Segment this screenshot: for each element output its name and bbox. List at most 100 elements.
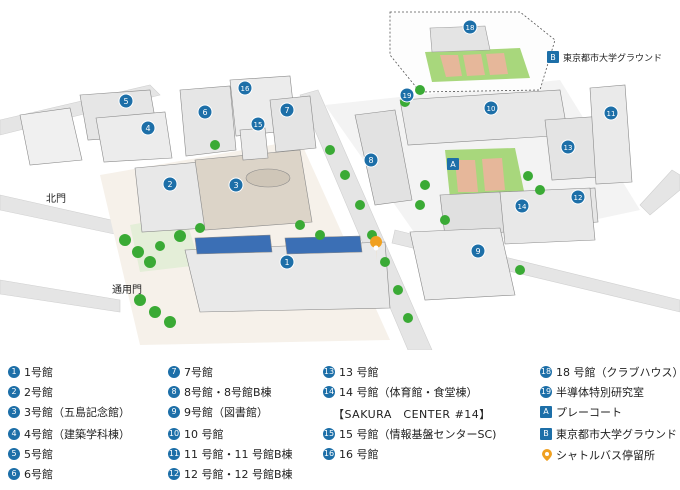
legend-item: 13 13 号館: [323, 364, 379, 380]
legend-item: 2 2号館: [8, 384, 53, 400]
building-marker-15[interactable]: [250, 116, 266, 132]
legend-marker: 11: [168, 448, 180, 460]
legend-marker: 9: [168, 406, 180, 418]
legend-item: 14 14 号館（体育館・食堂棟）: [323, 384, 478, 400]
building-marker-number: 19: [403, 92, 412, 100]
legend-label: 5号館: [24, 448, 53, 461]
building-marker-number: 15: [254, 121, 263, 129]
building-marker-4[interactable]: [140, 120, 156, 136]
play-court: [445, 148, 525, 198]
legend-marker: 6: [8, 468, 20, 480]
building-marker-2[interactable]: [162, 176, 178, 192]
legend-label: 16 号館: [339, 448, 379, 461]
building-marker-number: 10: [487, 105, 496, 113]
legend-label: 13 号館: [339, 366, 379, 379]
building-marker-number: 12: [574, 194, 583, 202]
legend-marker: 16: [323, 448, 335, 460]
legend-marker: 5: [8, 448, 20, 460]
trees: [119, 85, 545, 328]
building-marker-7[interactable]: [279, 102, 295, 118]
legend-marker: A: [540, 406, 552, 418]
building-marker-16[interactable]: [237, 80, 253, 96]
building-marker-8[interactable]: [363, 152, 379, 168]
legend-shuttle: シャトルバス停留所: [542, 447, 655, 463]
legend-label: 10 号館: [184, 428, 224, 441]
legend-item: A プレーコート: [540, 404, 622, 420]
building-marker-5[interactable]: [118, 93, 134, 109]
legend-label: 9号館（図書館）: [184, 406, 268, 419]
legend-item: 16 16 号館: [323, 446, 379, 462]
legend-marker: B: [540, 428, 552, 440]
building-marker-number: 13: [564, 144, 573, 152]
legend-label: 4号館（建築学科棟）: [24, 428, 130, 441]
building-marker-10[interactable]: [483, 100, 499, 116]
building-marker-number: 18: [466, 24, 475, 32]
building-marker-18[interactable]: [462, 19, 478, 35]
legend-label: 15 号館（情報基盤センターSC): [339, 428, 497, 441]
building-marker-number: 6: [202, 108, 207, 117]
building-marker-1[interactable]: [279, 254, 295, 270]
building-marker-number: 14: [518, 203, 527, 211]
legend-marker: 7: [168, 366, 180, 378]
building-marker-11[interactable]: [603, 105, 619, 121]
building-marker-number: 16: [241, 85, 250, 93]
ground-marker-letter: B: [550, 53, 556, 62]
building-marker-19[interactable]: [399, 87, 415, 103]
legend-shuttle-label: シャトルバス停留所: [556, 449, 655, 462]
legend-item: 1 1号館: [8, 364, 53, 380]
building-marker-13[interactable]: [560, 139, 576, 155]
legend-item: 18 18 号館（クラブハウス）: [540, 364, 680, 380]
building-marker-number: 3: [233, 181, 238, 190]
legend-marker: 1: [8, 366, 20, 378]
building-marker-number: 4: [145, 124, 150, 133]
building-marker-number: 8: [368, 156, 373, 165]
legend-label: 2号館: [24, 386, 53, 399]
legend-label: 18 号館（クラブハウス）: [556, 366, 680, 379]
legend-marker: 12: [168, 468, 180, 480]
legend-item: 19 半導体特別研究室: [540, 384, 644, 400]
north-gate-label: 北門: [46, 193, 66, 205]
building-marker-number: 9: [475, 247, 480, 256]
ground-marker[interactable]: [547, 51, 559, 63]
legend-label: 7号館: [184, 366, 213, 379]
building-marker-number: 7: [284, 106, 289, 115]
building-marker-3[interactable]: [228, 177, 244, 193]
building-marker-9[interactable]: [470, 243, 486, 259]
building-marker-number: 1: [284, 258, 289, 267]
legend-marker: 13: [323, 366, 335, 378]
legend-label: 半導体特別研究室: [556, 386, 644, 399]
legend-item: 10 10 号館: [168, 426, 224, 442]
court-marker[interactable]: [447, 158, 459, 170]
legend-marker: 18: [540, 366, 552, 378]
legend-item: 15 15 号館（情報基盤センターSC): [323, 426, 496, 442]
building-marker-6[interactable]: [197, 104, 213, 120]
legend-label: 6号館: [24, 468, 53, 481]
shuttle-stop-pin[interactable]: [370, 236, 383, 262]
legend-item: 5 5号館: [8, 446, 53, 462]
legend-marker: 2: [8, 386, 20, 398]
legend-item: 11 11 号館・11 号館B棟: [168, 446, 293, 462]
legend-label: 14 号館（体育館・食堂棟）: [339, 386, 478, 399]
legend-marker: 15: [323, 428, 335, 440]
service-gate-label: 通用門: [112, 284, 142, 296]
building-marker-number: 2: [167, 180, 172, 189]
legend-marker: 14: [323, 386, 335, 398]
legend-label: プレーコート: [556, 406, 622, 419]
ground-label: 東京都市大学グラウンド: [563, 52, 662, 64]
legend-label: 東京都市大学グラウンド: [556, 428, 677, 441]
shuttle-pin-icon: [542, 449, 552, 461]
legend-marker: 10: [168, 428, 180, 440]
building-marker-14[interactable]: [514, 198, 530, 214]
legend-label: 1号館: [24, 366, 53, 379]
building-marker-number: 5: [123, 97, 128, 106]
building-marker-12[interactable]: [570, 189, 586, 205]
legend-label: 11 号館・11 号館B棟: [184, 448, 293, 461]
legend-item: B 東京都市大学グラウンド: [540, 426, 677, 442]
legend-marker: 19: [540, 386, 552, 398]
